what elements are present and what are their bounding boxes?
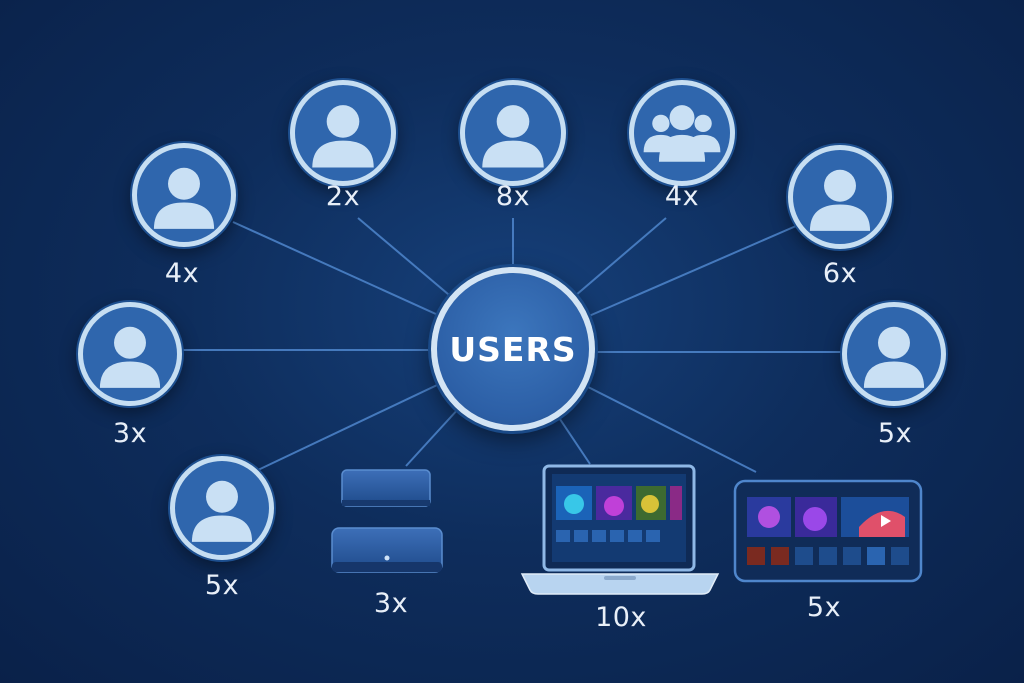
count-user-left-lower: 5x bbox=[204, 570, 240, 601]
hub-label: USERS bbox=[449, 329, 577, 369]
user-avatar-left-lower bbox=[170, 456, 274, 560]
users-hub: USERS bbox=[431, 267, 595, 431]
person-icon bbox=[191, 480, 253, 542]
laptop-icon bbox=[520, 464, 720, 595]
user-avatar-right-upper bbox=[788, 145, 892, 249]
user-avatar-top-center bbox=[460, 80, 566, 186]
count-laptop: 10x bbox=[595, 602, 647, 633]
person-icon bbox=[312, 105, 374, 168]
count-tv-display: 5x bbox=[806, 592, 842, 623]
user-avatar-top-left bbox=[290, 80, 396, 186]
person-icon bbox=[482, 105, 544, 168]
group-icon bbox=[643, 105, 721, 162]
set-top-box-icon bbox=[331, 469, 443, 573]
person-icon bbox=[863, 326, 925, 388]
set-top-box bbox=[330, 466, 446, 578]
group-avatar-top-right bbox=[629, 80, 735, 186]
count-user-left-upper: 4x bbox=[164, 258, 200, 289]
count-user-right-upper: 6x bbox=[822, 258, 858, 289]
laptop bbox=[520, 464, 720, 596]
count-group-top-right: 4x bbox=[664, 181, 700, 212]
user-avatar-left-middle bbox=[78, 302, 182, 406]
person-icon bbox=[809, 169, 871, 231]
user-avatar-right-middle bbox=[842, 302, 946, 406]
count-set-top-box: 3x bbox=[373, 588, 409, 619]
count-user-top-left: 2x bbox=[325, 181, 361, 212]
person-icon bbox=[99, 326, 161, 388]
tv-display bbox=[733, 479, 923, 583]
count-user-left-middle: 3x bbox=[112, 418, 148, 449]
tv-display-icon bbox=[733, 479, 923, 583]
count-user-right-middle: 5x bbox=[877, 418, 913, 449]
person-icon bbox=[153, 167, 215, 229]
count-user-top-center: 8x bbox=[495, 181, 531, 212]
user-avatar-left-upper bbox=[132, 143, 236, 247]
